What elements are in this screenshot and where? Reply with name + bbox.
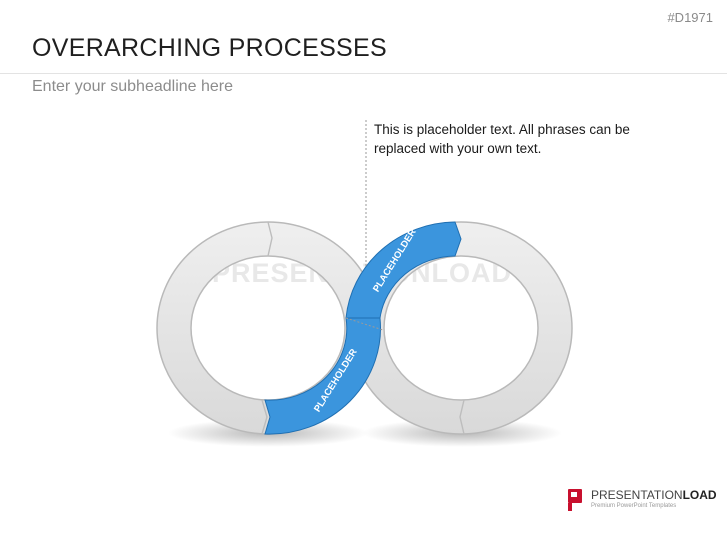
left-ring-seam-bottom [261,399,268,435]
brand-tagline: Premium PowerPoint Templates [591,503,677,509]
crossing-leader-line [345,317,384,331]
page-subtitle: Enter your subheadline here [32,78,234,95]
page-title: OVERARCHING PROCESSES [32,34,387,62]
callout-text: This is placeholder text. All phrases ca… [374,122,630,156]
blue-segment-lower [264,317,381,435]
left-ring-seam-top [267,221,273,257]
right-ring-seam-bottom [459,399,465,435]
brand-name: PRESENTATIONLOAD [591,488,717,502]
slide-id: #D1971 [667,10,713,25]
right-ring [349,221,573,435]
title-divider [0,73,727,74]
blue-segment-upper [345,221,462,319]
presentationload-logo-icon [568,489,582,511]
brand-logo: PRESENTATIONLOAD Premium PowerPoint Temp… [568,489,717,511]
